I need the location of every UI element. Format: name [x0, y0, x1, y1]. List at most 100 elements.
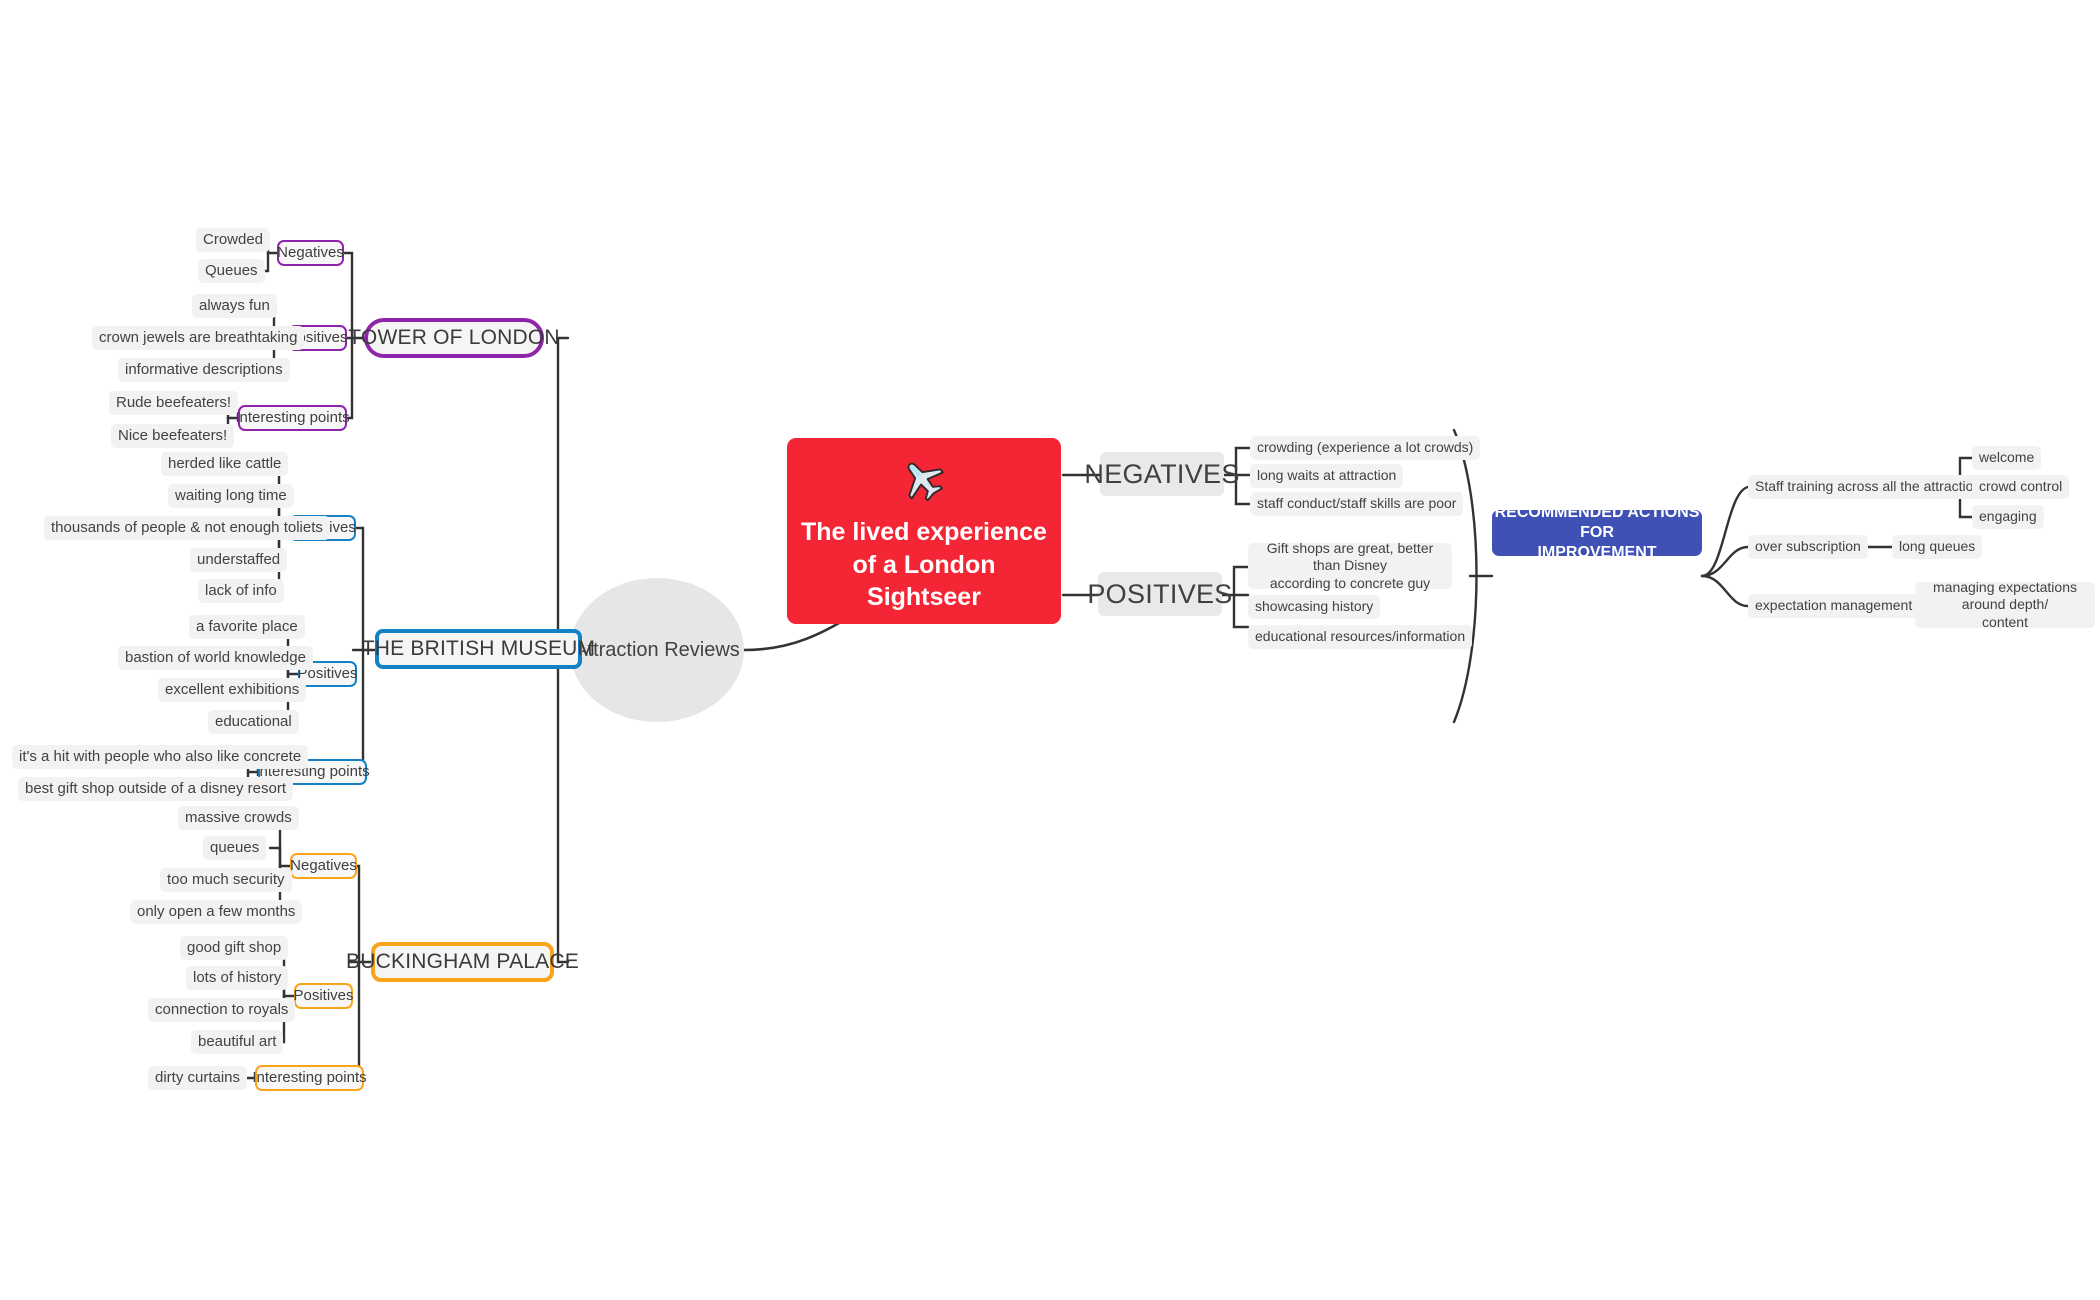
category-label: Negatives — [290, 856, 357, 874]
category-label: Interesting points — [235, 408, 350, 426]
action-label: over subscription — [1755, 538, 1861, 555]
leaf-item[interactable]: Crowded — [196, 228, 271, 252]
leaf-item[interactable]: lots of history — [186, 966, 289, 990]
leaf-label: Crowded — [203, 230, 264, 248]
leaf-item[interactable]: connection to royals — [148, 998, 296, 1022]
category-label: Interesting points — [252, 1068, 367, 1086]
attraction-buckingham-palace[interactable]: BUCKINGHAM PALACE — [346, 942, 579, 982]
attraction-the-british-museum[interactable]: THE BRITISH MUSEUM — [362, 629, 595, 669]
leaf-label: lack of info — [205, 581, 277, 599]
action-item[interactable]: over subscription — [1748, 535, 1868, 559]
category-tol-interesting-points[interactable]: Interesting points — [235, 405, 350, 431]
leaf-item[interactable]: understaffed — [190, 548, 288, 572]
hero-title: The lived experience of a London Sightse… — [801, 518, 1047, 612]
leaf-label: bastion of world knowledge — [125, 648, 306, 666]
leaf-item[interactable]: always fun — [192, 294, 277, 318]
leaf-item[interactable]: too much security — [160, 868, 292, 892]
leaf-label: understaffed — [197, 550, 281, 568]
leaf-item[interactable]: lack of info — [198, 579, 284, 603]
category-bp-interesting-points[interactable]: Interesting points — [252, 1065, 367, 1091]
action-child-item[interactable]: welcome — [1972, 446, 2042, 470]
theme-positives[interactable]: POSITIVES — [1087, 572, 1232, 616]
leaf-item[interactable]: bastion of world knowledge — [118, 646, 313, 670]
leaf-label: Nice beefeaters! — [118, 426, 228, 444]
leaf-item[interactable]: educational — [208, 710, 299, 734]
action-child-item[interactable]: crowd control — [1972, 475, 2070, 499]
theme-leaf-item[interactable]: crowding (experience a lot crowds) — [1250, 436, 1481, 460]
theme-leaf-label: staff conduct/staff skills are poor — [1257, 495, 1457, 512]
action-label: expectation management — [1755, 597, 1913, 614]
action-child-label: welcome — [1979, 449, 2035, 466]
action-child-item[interactable]: engaging — [1972, 505, 2044, 529]
action-item[interactable]: Staff training across all the attraction… — [1748, 475, 1996, 499]
leaf-label: too much security — [167, 870, 285, 888]
action-child-item[interactable]: managing expectations around depth/ cont… — [1915, 579, 2095, 630]
theme-negatives[interactable]: NEGATIVES — [1084, 452, 1239, 496]
leaf-item[interactable]: excellent exhibitions — [158, 678, 307, 702]
theme-leaf-item[interactable]: showcasing history — [1248, 595, 1381, 619]
leaf-label: best gift shop outside of a disney resor… — [25, 779, 286, 797]
leaf-label: herded like cattle — [168, 454, 282, 472]
leaf-item[interactable]: queues — [203, 836, 267, 860]
theme-leaf-item[interactable]: educational resources/information — [1248, 625, 1473, 649]
action-child-label: engaging — [1979, 508, 2037, 525]
recommended-actions-node[interactable]: RECOMMENDED ACTIONS FOR IMPROVEMENT — [1492, 504, 1702, 561]
leaf-label: a favorite place — [196, 617, 298, 635]
leaf-label: lots of history — [193, 968, 282, 986]
leaf-item[interactable]: best gift shop outside of a disney resor… — [18, 777, 293, 801]
theme-leaf-label: long waits at attraction — [1257, 467, 1397, 484]
leaf-label: connection to royals — [155, 1000, 289, 1018]
airplane-icon — [899, 454, 949, 504]
leaf-label: always fun — [199, 296, 270, 314]
category-label: Positives — [297, 664, 358, 682]
category-label: Positives — [293, 986, 354, 1004]
leaf-label: it's a hit with people who also like con… — [19, 747, 302, 765]
leaf-label: waiting long time — [175, 486, 287, 504]
action-item[interactable]: expectation management — [1748, 594, 1920, 618]
hero-card[interactable]: The lived experience of a London Sightse… — [787, 438, 1061, 624]
action-child-item[interactable]: long queues — [1892, 535, 1983, 559]
hub-label: Attraction Reviews — [574, 638, 740, 661]
theme-leaf-item[interactable]: Gift shops are great, better than Disney… — [1248, 540, 1452, 591]
leaf-label: only open a few months — [137, 902, 296, 920]
leaf-label: informative descriptions — [125, 360, 283, 378]
leaf-item[interactable]: dirty curtains — [148, 1066, 248, 1090]
theme-label: NEGATIVES — [1084, 458, 1240, 489]
leaf-item[interactable]: informative descriptions — [118, 358, 290, 382]
attraction-label: BUCKINGHAM PALACE — [346, 950, 579, 974]
leaf-item[interactable]: Rude beefeaters! — [109, 391, 239, 415]
leaf-label: Rude beefeaters! — [116, 393, 232, 411]
leaf-label: good gift shop — [187, 938, 282, 956]
theme-leaf-item[interactable]: long waits at attraction — [1250, 464, 1404, 488]
leaf-label: excellent exhibitions — [165, 680, 300, 698]
leaf-item[interactable]: it's a hit with people who also like con… — [12, 745, 309, 769]
recommended-actions-title: RECOMMENDED ACTIONS FOR IMPROVEMENT — [1494, 504, 1700, 561]
attraction-tower-of-london[interactable]: TOWER OF LONDON — [348, 318, 560, 358]
leaf-item[interactable]: beautiful art — [191, 1030, 284, 1054]
leaf-label: queues — [210, 838, 260, 856]
leaf-item[interactable]: massive crowds — [178, 806, 299, 830]
leaf-item[interactable]: only open a few months — [130, 900, 303, 924]
category-bp-positives[interactable]: Positives — [293, 983, 354, 1009]
leaf-item[interactable]: thousands of people & not enough toliets — [44, 516, 330, 540]
leaf-label: beautiful art — [198, 1032, 277, 1050]
leaf-item[interactable]: a favorite place — [189, 615, 305, 639]
attraction-label: THE BRITISH MUSEUM — [361, 637, 596, 661]
category-tol-negatives[interactable]: Negatives — [277, 240, 344, 266]
leaf-label: Queues — [205, 261, 258, 279]
leaf-item[interactable]: Nice beefeaters! — [111, 424, 235, 448]
leaf-item[interactable]: herded like cattle — [161, 452, 289, 476]
leaf-item[interactable]: crown jewels are breathtaking — [92, 326, 305, 350]
attraction-label: TOWER OF LONDON — [348, 326, 560, 350]
theme-leaf-item[interactable]: staff conduct/staff skills are poor — [1250, 492, 1464, 516]
category-label: Negatives — [277, 243, 344, 261]
leaf-item[interactable]: good gift shop — [180, 936, 289, 960]
theme-label: POSITIVES — [1087, 578, 1233, 609]
leaf-item[interactable]: Queues — [198, 259, 265, 283]
hub-attraction-reviews[interactable]: Attraction Reviews — [570, 578, 744, 722]
category-bp-negatives[interactable]: Negatives — [290, 853, 357, 879]
leaf-label: thousands of people & not enough toliets — [51, 518, 323, 536]
leaf-item[interactable]: waiting long time — [168, 484, 294, 508]
